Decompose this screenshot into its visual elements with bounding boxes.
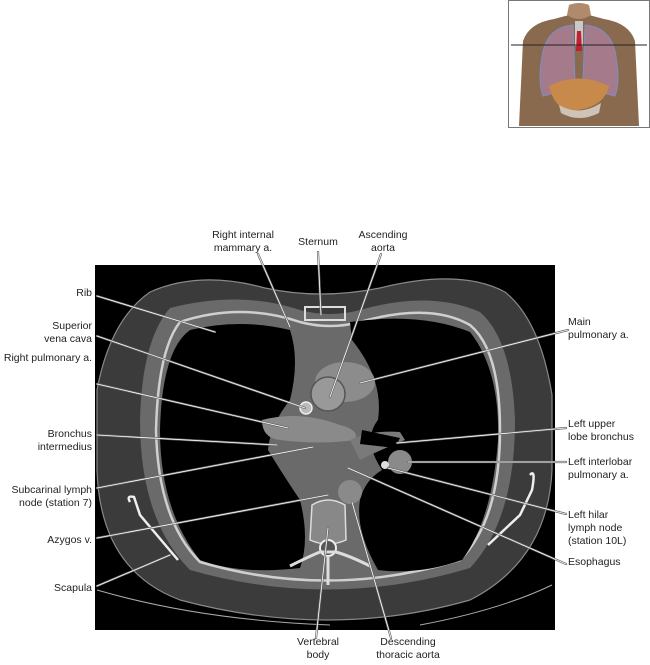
torso-illustration	[511, 3, 647, 126]
label-line: Esophagus	[568, 556, 621, 568]
label-esophagus: Esophagus	[568, 556, 621, 569]
label-line: Descending	[380, 636, 436, 648]
label-line: Superior	[52, 320, 92, 332]
label-line: pulmonary a.	[568, 329, 629, 341]
label-line: Left hilar	[568, 509, 609, 521]
label-line: Scapula	[54, 582, 92, 594]
label-sternum: Sternum	[298, 236, 338, 249]
label-line: pulmonary a.	[568, 469, 629, 481]
label-line: aorta	[371, 242, 395, 254]
label-line: Azygos v.	[47, 534, 92, 546]
label-line: Right pulmonary a.	[3, 352, 92, 364]
leader-line-sternum	[316, 250, 323, 317]
label-right-pulmonary: Right pulmonary a.	[4, 352, 92, 365]
label-line: Sternum	[298, 236, 338, 248]
torso-orientation-thumbnail	[508, 0, 650, 128]
label-azygos: Azygos v.	[47, 534, 92, 547]
label-line: Bronchus	[47, 428, 92, 440]
label-line: Main	[568, 316, 591, 328]
label-line: Subcarinal lymph	[11, 484, 92, 496]
leader-line-right-pulmonary	[95, 382, 290, 430]
label-line: lymph node	[568, 522, 623, 534]
leader-line-esophagus	[346, 466, 568, 566]
label-rib: Rib	[76, 287, 92, 300]
leader-line-descending-aorta	[350, 500, 393, 640]
leader-line-left-hilar	[386, 466, 568, 516]
label-line: intermedius	[37, 441, 92, 453]
leader-line-left-upper-lobe-bronchus	[395, 426, 568, 445]
label-line: Vertebral	[296, 636, 340, 648]
label-line: node (station 7)	[19, 497, 92, 509]
label-line: mammary a.	[213, 242, 273, 254]
leader-line-rib	[95, 294, 217, 334]
label-line: Left upper	[568, 418, 616, 430]
label-line: (station 10L)	[568, 535, 627, 547]
leader-line-subcarinal	[95, 445, 315, 490]
leader-line-ascending-aorta	[328, 252, 383, 399]
leader-line-azygos	[95, 493, 330, 540]
label-line: Right internal	[212, 229, 274, 241]
label-line: vena cava	[44, 333, 92, 345]
leader-line-right-internal-mammary	[256, 252, 292, 329]
leader-line-bronchus-intermedius	[95, 433, 279, 447]
label-line: Left interlobar	[568, 456, 633, 468]
leader-line-vertebral-body	[314, 526, 330, 640]
leader-line-scapula	[95, 553, 172, 588]
label-line: body	[306, 649, 330, 661]
label-line: Ascending	[358, 229, 408, 241]
label-line: lobe bronchus	[568, 431, 634, 443]
label-line: Rib	[76, 287, 92, 299]
leader-line-superior-vena-cava	[95, 334, 307, 410]
leader-line-main-pulmonary	[358, 328, 570, 385]
label-scapula: Scapula	[54, 582, 92, 595]
label-line: thoracic aorta	[376, 649, 440, 661]
